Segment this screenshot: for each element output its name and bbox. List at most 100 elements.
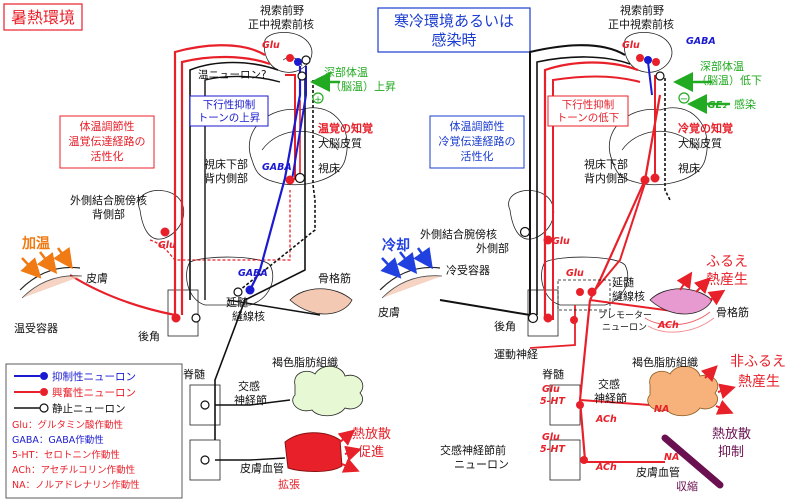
right-cool-arrow-1 bbox=[380, 257, 402, 279]
left-heat-arrow-1 bbox=[20, 257, 42, 279]
svg-text:Glu: Glu bbox=[262, 40, 280, 51]
svg-text:交感神経節前: 交感神経節前 bbox=[440, 443, 506, 457]
svg-text:5-HT: 5-HT bbox=[540, 444, 567, 455]
svg-text:（脳温）上昇: （脳温）上昇 bbox=[330, 80, 396, 93]
legend-resting-icon bbox=[39, 403, 49, 413]
svg-text:5-HT：セロトニン作動性: 5-HT：セロトニン作動性 bbox=[12, 449, 120, 461]
left-warm-afferent-path bbox=[69, 44, 266, 317]
svg-text:外側結合腕傍核: 外側結合腕傍核 bbox=[70, 193, 147, 207]
svg-text:トーンの上昇: トーンの上昇 bbox=[198, 112, 261, 124]
legend: 抑制性ニューロン 興奮性ニューロン 静止ニューロン Glu：グルタミン酸作動性 … bbox=[5, 363, 183, 499]
left-thalamus-neuron bbox=[285, 175, 295, 185]
svg-text:Glu: Glu bbox=[542, 384, 560, 395]
svg-text:ニューロン: ニューロン bbox=[454, 458, 509, 471]
svg-text:外側部: 外側部 bbox=[476, 241, 509, 255]
svg-text:加温: 加温 bbox=[21, 236, 50, 252]
svg-text:皮膚: 皮膚 bbox=[378, 305, 400, 319]
svg-text:収縮: 収縮 bbox=[676, 479, 698, 493]
svg-text:視索前野: 視索前野 bbox=[620, 3, 664, 17]
svg-text:寒冷環境あるいは: 寒冷環境あるいは bbox=[394, 12, 514, 30]
svg-text:GABA: GABA bbox=[686, 36, 716, 47]
svg-text:温覚伝達経路の: 温覚伝達経路の bbox=[69, 135, 146, 148]
right-gaba-neuron-poa bbox=[644, 56, 652, 64]
svg-text:ACh: ACh bbox=[595, 414, 617, 425]
right-hypothalamus-outline bbox=[623, 31, 673, 73]
svg-text:Glu: Glu bbox=[542, 432, 560, 443]
right-premotor-box bbox=[557, 279, 611, 311]
svg-text:脊髄: 脊髄 bbox=[542, 367, 564, 381]
left-dorsal-horn-neuron bbox=[171, 313, 181, 323]
left-title: 暑熱環境 bbox=[11, 8, 75, 27]
left-black-path-2 bbox=[214, 75, 306, 440]
svg-text:交感: 交感 bbox=[238, 379, 260, 393]
right-thermoreg-box bbox=[429, 115, 525, 169]
svg-text:大脳皮質: 大脳皮質 bbox=[678, 136, 722, 150]
svg-text:促進: 促進 bbox=[358, 445, 384, 460]
right-thalamus-neuron bbox=[640, 175, 650, 185]
svg-text:体温調節性: 体温調節性 bbox=[450, 119, 505, 133]
svg-text:皮膚血管: 皮膚血管 bbox=[240, 461, 284, 475]
left-muscle bbox=[289, 288, 353, 315]
svg-text:縫線核: 縫線核 bbox=[232, 309, 265, 323]
left-vessel-dilated bbox=[284, 432, 343, 472]
left-panel: 暑熱環境 体温調節性 温覚伝達経路の 活性化 bbox=[3, 3, 396, 491]
legend-excitatory-icon bbox=[40, 388, 48, 396]
svg-text:深部体温: 深部体温 bbox=[700, 59, 744, 73]
svg-text:背内側部: 背内側部 bbox=[584, 171, 628, 185]
left-hypothalamus-outline bbox=[263, 31, 313, 73]
right-panel: 寒冷環境あるいは 感染時 体温調節性 冷覚伝達経路の 活性化 bbox=[377, 3, 786, 493]
left-gaba-neuron-poa bbox=[294, 58, 302, 66]
right-cold-afferent-path bbox=[543, 61, 639, 320]
svg-text:後角: 後角 bbox=[494, 319, 516, 333]
svg-text:熱産生: 熱産生 bbox=[706, 272, 748, 288]
svg-text:褐色脂肪組織: 褐色脂肪組織 bbox=[272, 355, 338, 369]
svg-text:ニューロン: ニューロン bbox=[602, 323, 647, 333]
svg-text:冷覚伝達経路の: 冷覚伝達経路の bbox=[439, 135, 516, 148]
svg-text:神経節: 神経節 bbox=[234, 393, 267, 407]
left-rmr-gaba-neuron bbox=[245, 285, 255, 295]
left-pons-outline bbox=[138, 190, 184, 240]
svg-text:非ふるえ: 非ふるえ bbox=[730, 354, 786, 370]
svg-text:骨格筋: 骨格筋 bbox=[318, 271, 351, 285]
svg-text:視床下部: 視床下部 bbox=[584, 157, 628, 171]
svg-text:静止ニューロン: 静止ニューロン bbox=[52, 402, 126, 415]
left-brain-outline bbox=[248, 107, 348, 186]
svg-text:活性化: 活性化 bbox=[461, 149, 494, 163]
svg-text:熱放散: 熱放散 bbox=[352, 427, 391, 442]
svg-text:（脳温）低下: （脳温）低下 bbox=[696, 74, 762, 87]
right-descending-box bbox=[547, 95, 629, 127]
right-pons-outline bbox=[508, 190, 554, 240]
svg-text:活性化: 活性化 bbox=[91, 149, 124, 163]
svg-text:皮膚血管: 皮膚血管 bbox=[636, 465, 680, 479]
svg-text:冷却: 冷却 bbox=[382, 237, 410, 254]
svg-text:視床下部: 視床下部 bbox=[204, 157, 248, 171]
svg-text:GABA: GABA bbox=[238, 268, 268, 279]
left-thermoreg-box bbox=[59, 115, 155, 169]
svg-text:温ニューロン?: 温ニューロン? bbox=[198, 69, 267, 81]
svg-text:GABA: GABA bbox=[262, 162, 292, 173]
left-descending-box bbox=[189, 95, 269, 127]
right-spinal-upper bbox=[527, 289, 559, 337]
svg-text:ACh: ACh bbox=[657, 320, 679, 331]
svg-text:Glu: Glu bbox=[158, 240, 176, 251]
svg-text:下行性抑制: 下行性抑制 bbox=[203, 98, 256, 111]
left-inhibitory-path bbox=[249, 66, 302, 291]
svg-text:下行性抑制: 下行性抑制 bbox=[562, 98, 615, 111]
svg-text:背内側部: 背内側部 bbox=[204, 171, 248, 185]
svg-text:拡張: 拡張 bbox=[278, 477, 300, 491]
right-brain-outline bbox=[608, 107, 708, 186]
svg-text:抑制: 抑制 bbox=[718, 445, 744, 460]
svg-text:正中視索前核: 正中視索前核 bbox=[608, 17, 674, 31]
svg-text:GABA：GABA作動性: GABA：GABA作動性 bbox=[12, 434, 104, 446]
right-vessel-constricted bbox=[661, 434, 724, 489]
svg-text:NA: NA bbox=[664, 452, 679, 463]
svg-text:冷覚の知覚: 冷覚の知覚 bbox=[678, 121, 733, 135]
left-lpb-neuron bbox=[160, 227, 170, 237]
svg-text:Glu: Glu bbox=[566, 268, 584, 279]
right-black-path-1 bbox=[439, 44, 626, 317]
svg-text:トーンの低下: トーンの低下 bbox=[557, 111, 619, 124]
right-bat-cloud bbox=[647, 365, 719, 417]
legend-inhibitory-icon bbox=[40, 372, 48, 380]
right-title-box bbox=[377, 7, 531, 53]
